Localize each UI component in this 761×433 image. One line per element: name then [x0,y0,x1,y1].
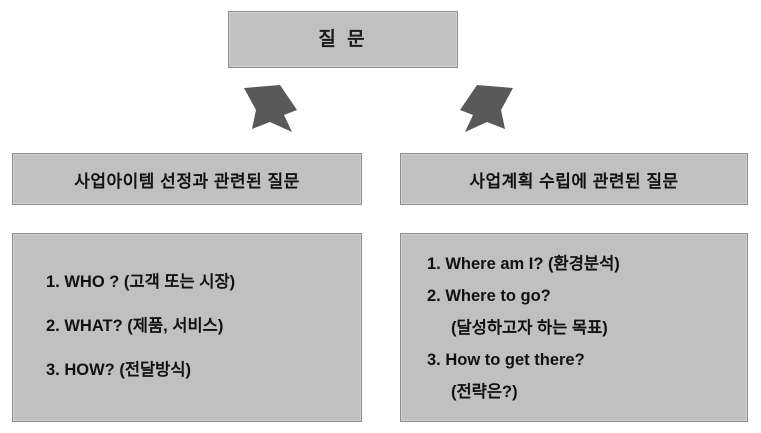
question-list: 1. Where am I? (환경분석) 2. Where to go? (달… [401,248,747,408]
question-list: 1. WHO ? (고객 또는 시장) 2. WHAT? (제품, 서비스) 3… [13,260,361,392]
branch-header-business-plan: 사업계획 수립에 관련된 질문 [400,153,748,205]
branch-header-label: 사업아이템 선정과 관련된 질문 [74,171,300,191]
list-item: (달성하고자 하는 목표) [451,319,608,337]
root-question-box: 질 문 [228,11,458,68]
list-item: 2. WHAT? (제품, 서비스) [46,317,224,335]
list-item: 3. HOW? (전달방식) [46,361,192,379]
arrow-down-right-icon [455,84,517,136]
branch-header-business-item: 사업아이템 선정과 관련된 질문 [12,153,362,205]
list-item: 1. Where am I? (환경분석) [427,255,620,273]
list-item: 2. Where to go? [427,287,551,305]
arrow-down-left-icon [240,84,302,136]
branch-content-business-plan: 1. Where am I? (환경분석) 2. Where to go? (달… [400,233,748,422]
list-item: (전략은?) [451,383,518,401]
list-item: 1. WHO ? (고객 또는 시장) [46,273,236,291]
branch-header-label: 사업계획 수립에 관련된 질문 [469,171,679,191]
branch-content-business-item: 1. WHO ? (고객 또는 시장) 2. WHAT? (제품, 서비스) 3… [12,233,362,422]
root-question-label: 질 문 [318,29,368,50]
list-item: 3. How to get there? [427,351,585,369]
